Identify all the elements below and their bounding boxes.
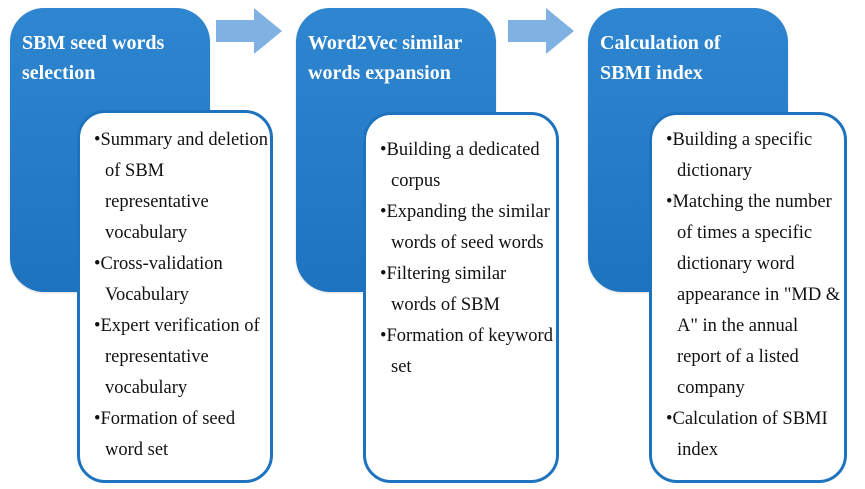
- step-1-title-line-2: selection: [22, 62, 96, 84]
- step-2-title: Word2Vec similar words expansion: [308, 28, 488, 88]
- step-2-title-line-2: words expansion: [308, 62, 451, 84]
- step-2-list: Building a dedicated corpus Expanding th…: [380, 135, 556, 383]
- arrow-2-shape: [508, 8, 574, 54]
- arrow-1-shape: [216, 8, 282, 54]
- step-2-item-2: Expanding the similar words of seed word…: [380, 197, 556, 259]
- step-1-item-4: Formation of seed word set: [94, 404, 270, 466]
- step-1-item-3: Expert verification of representative vo…: [94, 311, 270, 404]
- step-1-item-2: Cross-validation Vocabulary: [94, 249, 270, 311]
- step-3-card: Building a specific dictionary Matching …: [649, 112, 847, 483]
- step-1-list: Summary and deletion of SBM representati…: [94, 125, 270, 466]
- step-2-item-1: Building a dedicated corpus: [380, 135, 556, 197]
- arrow-right-icon: [216, 8, 282, 54]
- arrow-right-icon: [508, 8, 574, 54]
- step-2-item-3: Filtering similar words of SBM: [380, 259, 556, 321]
- step-3-title: Calculation of SBMI index: [600, 28, 780, 88]
- step-2-card: Building a dedicated corpus Expanding th…: [363, 112, 559, 483]
- step-3-item-1: Building a specific dictionary: [666, 125, 842, 187]
- step-3-item-3: Calculation of SBMI index: [666, 404, 842, 466]
- step-1-title: SBM seed words selection: [22, 28, 202, 88]
- step-3-title-line-1: Calculation of: [600, 32, 721, 54]
- step-1-title-line-1: SBM seed words: [22, 32, 165, 54]
- step-2-title-line-1: Word2Vec similar: [308, 32, 463, 54]
- step-3-list: Building a specific dictionary Matching …: [666, 125, 842, 466]
- step-1-card: Summary and deletion of SBM representati…: [77, 110, 273, 483]
- step-3-item-2: Matching the number of times a specific …: [666, 187, 842, 404]
- step-1-item-1: Summary and deletion of SBM representati…: [94, 125, 270, 249]
- step-2-item-4: Formation of keyword set: [380, 321, 556, 383]
- step-3-title-line-2: SBMI index: [600, 62, 703, 84]
